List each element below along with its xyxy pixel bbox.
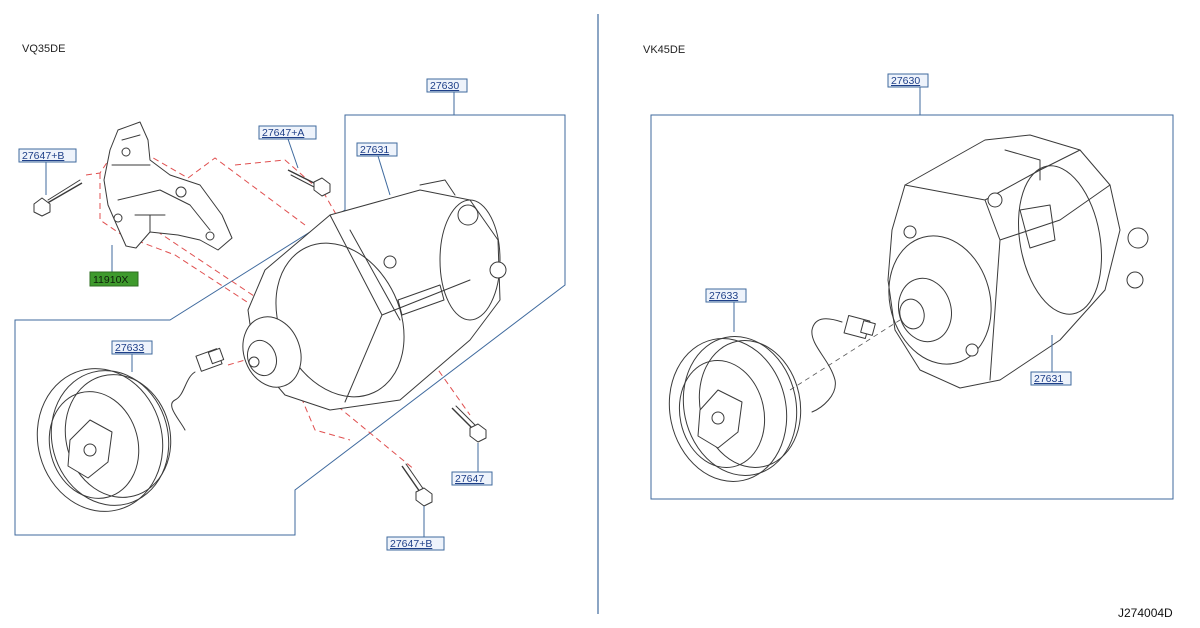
callout-label: 27647 xyxy=(455,473,484,485)
clutch-pulley-right xyxy=(668,336,802,482)
right-guide-line xyxy=(789,319,901,391)
callout-label: 27631 xyxy=(360,144,389,156)
figure-id: J274004D xyxy=(1118,606,1173,620)
callout-27631-left[interactable]: 27631 xyxy=(356,142,398,157)
engine-label-right: VK45DE xyxy=(643,44,685,56)
right-leader-lines xyxy=(733,87,1053,372)
callout-label: 27630 xyxy=(430,80,459,92)
callout-27647-b-bottom[interactable]: 27647+B xyxy=(386,536,445,551)
left-leader-lines xyxy=(45,92,479,537)
callout-label: 11910X xyxy=(93,274,128,286)
left-panel: 27630 27631 27647+A 27647+B 11910X 27633… xyxy=(14,78,566,551)
engine-label-left: VQ35DE xyxy=(22,43,65,55)
callout-11910x[interactable]: 11910X xyxy=(89,271,139,287)
clutch-connector-right xyxy=(811,314,876,413)
clutch-pulley-left xyxy=(36,368,172,512)
callout-27633-right[interactable]: 27633 xyxy=(705,288,747,303)
callout-label: 27633 xyxy=(709,290,738,302)
bolt-27647-b-bottom xyxy=(401,463,433,507)
callout-label: 27647+B xyxy=(22,150,64,162)
bolt-27647-a xyxy=(287,169,331,197)
callout-27647-b-top[interactable]: 27647+B xyxy=(18,148,77,163)
callout-label: 27647+A xyxy=(262,127,304,139)
bolt-27647-b-top xyxy=(33,179,83,217)
callout-27631-right[interactable]: 27631 xyxy=(1030,371,1072,386)
callout-27633-left[interactable]: 27633 xyxy=(111,340,153,355)
clutch-connector xyxy=(171,347,225,431)
callout-label: 27647+B xyxy=(390,538,432,550)
compressor-body-right xyxy=(887,134,1149,389)
callout-label: 27633 xyxy=(115,342,144,354)
callout-27630-left[interactable]: 27630 xyxy=(426,78,468,93)
mounting-bracket xyxy=(103,121,233,251)
compressor-front-hub xyxy=(242,316,302,388)
callout-27630-right[interactable]: 27630 xyxy=(887,73,929,88)
left-assembly-frame xyxy=(14,114,566,536)
callout-label: 27630 xyxy=(891,75,920,87)
compressor-body xyxy=(247,179,507,411)
callout-label: 27631 xyxy=(1034,373,1063,385)
callout-27647-a[interactable]: 27647+A xyxy=(258,125,317,140)
bolt-27647 xyxy=(451,405,487,443)
right-panel: 27630 27633 27631 xyxy=(650,73,1174,500)
callout-27647[interactable]: 27647 xyxy=(451,471,493,486)
right-assembly-frame xyxy=(650,114,1174,500)
